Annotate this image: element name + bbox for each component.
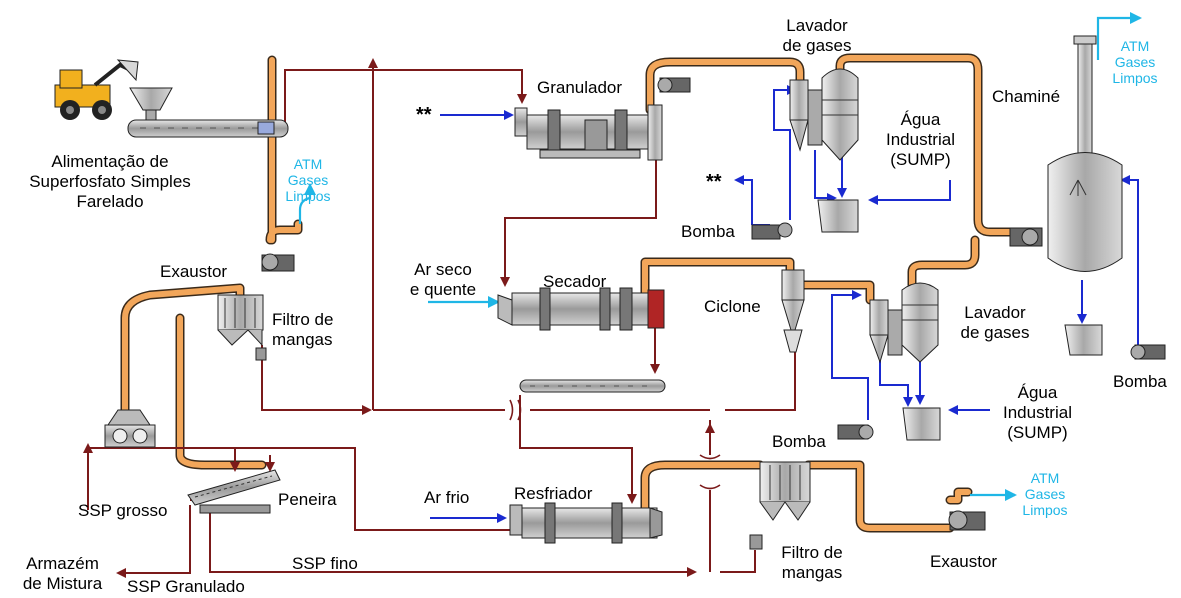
bag-filter-bottom [750, 462, 810, 549]
dryer [498, 288, 664, 330]
label-alimentacao-line3: Farelado [20, 192, 200, 212]
label-agua-mid-line2: Industrial [985, 403, 1090, 423]
label-filtro-bottom-line2: mangas [762, 563, 862, 583]
label-ar-frio: Ar frio [424, 488, 469, 508]
label-agua-top-line2: Industrial [868, 130, 973, 150]
label-filtro-bottom-line1: Filtro de [762, 543, 862, 563]
label-ar-seco-line2: e quente [398, 280, 488, 300]
label-atm-top-line3: Limpos [1110, 70, 1160, 86]
label-double-asterisk-mid: ** [706, 172, 722, 192]
exhaust-fan-bottom [949, 511, 985, 530]
feed-hopper [130, 88, 172, 122]
label-lavador-top: Lavador de gases [762, 16, 872, 56]
label-filtro-left: Filtro de mangas [272, 310, 333, 350]
label-agua-mid-line1: Água [985, 383, 1090, 403]
label-atm-left-line2: Gases [283, 172, 333, 188]
gas-scrubber-top [790, 69, 858, 160]
chimney-fan [1010, 228, 1042, 246]
label-bomba-mid: Bomba [772, 432, 826, 452]
label-atm-right-line3: Limpos [1020, 502, 1070, 518]
label-atm-right-line1: ATM [1020, 470, 1070, 486]
label-filtro-bottom: Filtro de mangas [762, 543, 862, 583]
fan-top [658, 78, 690, 92]
sump-top [818, 200, 858, 232]
label-armazem-line1: Armazém [10, 554, 115, 574]
label-ar-seco-line1: Ar seco [398, 260, 488, 280]
label-exaustor-bottom: Exaustor [930, 552, 997, 572]
label-alimentacao-line1: Alimentação de [20, 152, 200, 172]
label-ssp-granulado: SSP Granulado [127, 577, 245, 597]
label-alimentacao-line2: Superfosfato Simples [20, 172, 200, 192]
label-bomba-right: Bomba [1113, 372, 1167, 392]
label-armazem-line2: de Mistura [10, 574, 115, 594]
label-atm-left-line1: ATM [283, 156, 333, 172]
label-atm-top-line1: ATM [1110, 38, 1160, 54]
sump-right [1065, 325, 1102, 355]
label-double-asterisk-top: ** [416, 105, 432, 125]
vibrating-screen [188, 470, 280, 513]
crusher [105, 410, 155, 447]
label-secador: Secador [543, 272, 606, 292]
cyclone [782, 270, 804, 352]
label-agua-top-line1: Água [868, 110, 973, 130]
label-atm-right-line2: Gases [1020, 486, 1070, 502]
label-granulador: Granulador [537, 78, 622, 98]
label-lavador-mid: Lavador de gases [945, 303, 1045, 343]
label-ssp-grosso: SSP grosso [78, 501, 167, 521]
label-peneira: Peneira [278, 490, 337, 510]
label-lavador-top-line2: de gases [762, 36, 872, 56]
sump-mid [903, 408, 940, 440]
label-ciclone: Ciclone [704, 297, 761, 317]
label-atm-top: ATM Gases Limpos [1110, 38, 1160, 86]
label-agua-mid: Água Industrial (SUMP) [985, 383, 1090, 443]
label-chamine: Chaminé [992, 87, 1060, 107]
label-ssp-fino: SSP fino [292, 554, 358, 574]
label-atm-left-line3: Limpos [283, 188, 333, 204]
label-ar-seco: Ar seco e quente [398, 260, 488, 300]
granulator [515, 105, 662, 160]
gas-scrubber-mid [870, 283, 938, 362]
pump-top [752, 223, 792, 239]
pump-mid [838, 425, 873, 439]
label-agua-mid-line3: (SUMP) [985, 423, 1090, 443]
cooler [510, 503, 662, 543]
exhaust-fan-left [262, 254, 294, 271]
bag-filter-left [218, 295, 266, 360]
label-armazem: Armazém de Mistura [10, 554, 115, 594]
front-loader [55, 60, 138, 120]
label-filtro-left-line1: Filtro de [272, 310, 333, 330]
label-resfriador: Resfriador [514, 484, 592, 504]
label-atm-top-line2: Gases [1110, 54, 1160, 70]
label-lavador-mid-line1: Lavador [945, 303, 1045, 323]
label-agua-top: Água Industrial (SUMP) [868, 110, 973, 170]
label-agua-top-line3: (SUMP) [868, 150, 973, 170]
label-atm-right: ATM Gases Limpos [1020, 470, 1070, 518]
label-alimentacao: Alimentação de Superfosfato Simples Fare… [20, 152, 200, 212]
label-exaustor-left: Exaustor [160, 262, 227, 282]
label-lavador-top-line1: Lavador [762, 16, 872, 36]
label-atm-left: ATM Gases Limpos [283, 156, 333, 204]
feed-conveyor [128, 120, 288, 137]
pump-right [1131, 345, 1165, 359]
middle-conveyor [520, 380, 665, 392]
label-bomba-top: Bomba [681, 222, 735, 242]
label-filtro-left-line2: mangas [272, 330, 333, 350]
label-lavador-mid-line2: de gases [945, 323, 1045, 343]
